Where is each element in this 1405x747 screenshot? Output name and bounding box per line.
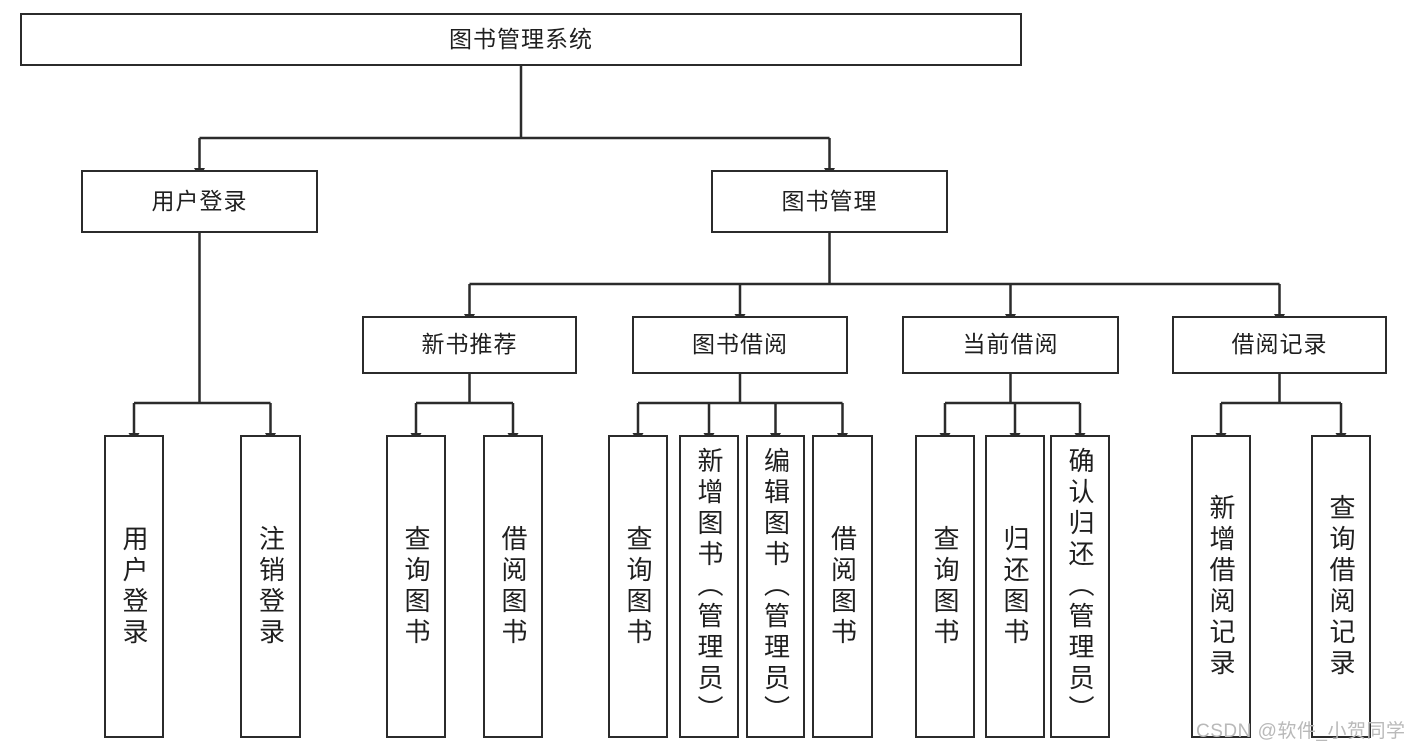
node-leaf-edit-book[interactable]: 编辑图书（管理员） <box>746 435 805 738</box>
node-label: 图书管理 <box>781 187 878 214</box>
node-book-borrow[interactable]: 图书借阅 <box>632 316 848 374</box>
node-book-manage[interactable]: 图书管理 <box>711 170 948 233</box>
node-label: 借阅图书 <box>498 524 528 649</box>
node-label: 图书借阅 <box>692 331 788 358</box>
node-leaf-query-book-cur[interactable]: 查询图书 <box>915 435 975 738</box>
node-leaf-borrow-book[interactable]: 借阅图书 <box>812 435 873 738</box>
node-label: 注销登录 <box>255 524 286 649</box>
node-label: 借阅图书 <box>827 524 858 649</box>
node-leaf-user-logout[interactable]: 注销登录 <box>240 435 301 738</box>
node-leaf-user-login[interactable]: 用户登录 <box>104 435 164 738</box>
edge-group <box>128 66 1347 443</box>
node-current-borrow[interactable]: 当前借阅 <box>902 316 1119 374</box>
node-label: 图书管理系统 <box>449 25 593 52</box>
node-borrow-record[interactable]: 借阅记录 <box>1172 316 1387 374</box>
node-label: 借阅记录 <box>1231 331 1328 358</box>
node-label: 确认归还（管理员） <box>1065 447 1095 726</box>
node-leaf-query-book-rec[interactable]: 查询图书 <box>386 435 446 738</box>
node-leaf-add-book[interactable]: 新增图书（管理员） <box>679 435 739 738</box>
node-leaf-return-book[interactable]: 归还图书 <box>985 435 1045 738</box>
node-label: 用户登录 <box>151 187 248 214</box>
watermark-text: CSDN @软件_小贺同学 <box>1196 721 1405 742</box>
node-label: 查询图书 <box>401 524 431 649</box>
node-label: 编辑图书（管理员） <box>760 447 791 726</box>
node-label: 当前借阅 <box>962 331 1059 358</box>
node-leaf-query-book-borrow[interactable]: 查询图书 <box>608 435 668 738</box>
node-leaf-confirm-return[interactable]: 确认归还（管理员） <box>1050 435 1110 738</box>
node-leaf-query-record[interactable]: 查询借阅记录 <box>1311 435 1371 738</box>
node-leaf-add-record[interactable]: 新增借阅记录 <box>1191 435 1251 738</box>
node-label: 用户登录 <box>119 524 149 649</box>
node-label: 查询借阅记录 <box>1326 493 1356 680</box>
node-label: 新书推荐 <box>421 331 518 358</box>
node-new-book-rec[interactable]: 新书推荐 <box>362 316 577 374</box>
node-label: 查询图书 <box>623 524 653 649</box>
node-label: 查询图书 <box>930 524 960 649</box>
node-user-login[interactable]: 用户登录 <box>81 170 318 233</box>
node-label: 新增借阅记录 <box>1206 493 1236 680</box>
node-label: 归还图书 <box>1000 524 1030 649</box>
node-leaf-borrow-book-rec[interactable]: 借阅图书 <box>483 435 543 738</box>
node-root[interactable]: 图书管理系统 <box>20 13 1022 66</box>
node-label: 新增图书（管理员） <box>694 447 724 726</box>
